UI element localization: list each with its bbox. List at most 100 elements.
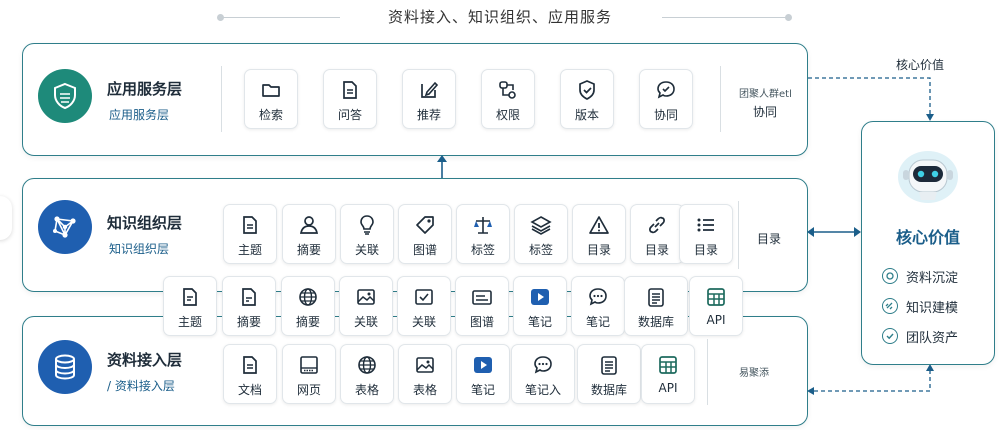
play-icon (474, 357, 492, 373)
data-card-doc[interactable]: 文档 (223, 344, 277, 404)
shield-icon (38, 69, 92, 123)
data-card-note-in[interactable]: 笔记入 (511, 344, 575, 404)
document-icon (343, 81, 357, 99)
data-card-table[interactable]: 表格 (340, 344, 394, 404)
card-label: 表格 (412, 383, 437, 397)
card-label: 协同 (653, 108, 678, 122)
card-label: 关联 (354, 243, 379, 257)
check-circle-icon (882, 328, 898, 344)
title-dot-left (217, 14, 224, 21)
card-label: 图谱 (412, 243, 437, 257)
globe-icon (299, 288, 317, 306)
grid-icon (707, 288, 725, 306)
card-label: 关联 (353, 315, 378, 329)
core-item-modeling: 知识建模 (882, 296, 958, 316)
card-label: 笔记 (585, 315, 610, 329)
clipboard-icon (601, 356, 617, 375)
app-card-version[interactable]: 版本 (560, 69, 614, 129)
knowledge-card-tag[interactable]: 标签 (456, 204, 510, 264)
data-card-table-2[interactable]: 表格 (398, 344, 452, 404)
card-label: 笔记 (470, 383, 495, 397)
data-card-database[interactable]: 数据库 (577, 344, 641, 404)
middle-card-relation[interactable]: 关联 (339, 276, 393, 336)
network-icon (38, 200, 92, 254)
data-side-note: 易聚添 (739, 368, 769, 379)
middle-card-note-2[interactable]: 笔记 (571, 276, 625, 336)
card-label: 图谱 (469, 315, 494, 329)
webpage-icon (300, 356, 318, 374)
document-icon (242, 288, 256, 306)
card-label: 目录 (586, 243, 611, 257)
edit-icon (421, 81, 439, 98)
knowledge-card-catalog[interactable]: 目录 (572, 204, 626, 264)
data-card-note[interactable]: 笔记 (456, 344, 510, 404)
core-item-label: 团队资产 (906, 330, 959, 346)
middle-card-database[interactable]: 数据库 (624, 276, 688, 336)
chat-icon (589, 288, 607, 306)
core-value-panel: 核心价值 资料沉淀 知识建模 团队资产 (861, 121, 995, 365)
data-card-webpage[interactable]: 网页 (282, 344, 336, 404)
card-label: API (706, 313, 726, 327)
chat-icon (534, 356, 552, 374)
layers-icon (530, 216, 552, 235)
core-item-label: 资料沉淀 (906, 270, 959, 286)
middle-card-graph[interactable]: 图谱 (455, 276, 509, 336)
middle-card-summary[interactable]: 摘要 (222, 276, 276, 336)
knowledge-card-topic[interactable]: 主题 (223, 204, 277, 264)
bulb-icon (360, 215, 374, 235)
card-label: 数据库 (590, 383, 627, 397)
document-icon (243, 216, 257, 234)
card-label: API (658, 381, 678, 395)
core-item-accumulate: 资料沉淀 (882, 266, 958, 286)
clipboard-icon (648, 288, 664, 307)
card-label: 摘要 (296, 243, 321, 257)
card-label: 文档 (237, 383, 262, 397)
middle-card-note[interactable]: 笔记 (513, 276, 567, 336)
card-label: 表格 (354, 383, 379, 397)
card-label: 主题 (237, 243, 262, 257)
knowledge-card-relation[interactable]: 关联 (340, 204, 394, 264)
app-card-qa[interactable]: 问答 (323, 69, 377, 129)
app-card-search[interactable]: 检索 (244, 69, 298, 129)
card-label: 标签 (470, 243, 495, 257)
title-line-left (222, 17, 340, 18)
app-card-recommend[interactable]: 推荐 (402, 69, 456, 129)
flow-icon (499, 81, 516, 99)
application-side-note: 团聚人群etl (739, 89, 792, 100)
middle-card-summary-2[interactable]: 摘要 (281, 276, 335, 336)
core-value-title: 核心价值 (895, 228, 960, 247)
app-card-collab[interactable]: 协同 (639, 69, 693, 129)
knowledge-card-catalog-2[interactable]: 目录 (630, 204, 684, 264)
data-layer-title: 资料接入层 (107, 351, 183, 369)
card-label: 关联 (411, 315, 436, 329)
knowledge-card-tag-2[interactable]: 标签 (514, 204, 568, 264)
link-icon (649, 216, 665, 234)
link-icon (882, 298, 898, 314)
globe-icon (358, 356, 376, 374)
collapse-tab[interactable] (0, 196, 12, 240)
divider (738, 201, 739, 269)
title-dot-right (785, 14, 792, 21)
application-layer-subtitle: 应用服务层 (109, 108, 170, 122)
middle-card-topic[interactable]: 主题 (163, 276, 217, 336)
middle-card-relation-2[interactable]: 关联 (397, 276, 451, 336)
document-icon (183, 288, 197, 306)
grid-icon (659, 356, 677, 374)
data-layer-subtitle: / 资料接入层 (107, 379, 175, 393)
knowledge-card-catalog-3[interactable]: 目录 (679, 204, 733, 264)
knowledge-card-graph[interactable]: 图谱 (398, 204, 452, 264)
data-card-api[interactable]: API (641, 344, 695, 404)
divider (221, 66, 222, 132)
middle-card-api[interactable]: API (689, 276, 743, 336)
knowledge-card-summary[interactable]: 摘要 (282, 204, 336, 264)
app-card-permission[interactable]: 权限 (481, 69, 535, 129)
scale-icon (474, 217, 492, 234)
image-icon (416, 357, 434, 373)
card-label: 检索 (258, 108, 283, 122)
play-icon (531, 289, 549, 305)
card-label: 推荐 (416, 108, 441, 122)
knowledge-side-label: 目录 (757, 232, 782, 246)
core-item-team-assets: 团队资产 (882, 326, 958, 346)
card-label: 权限 (495, 108, 520, 122)
tag-icon (416, 216, 434, 234)
